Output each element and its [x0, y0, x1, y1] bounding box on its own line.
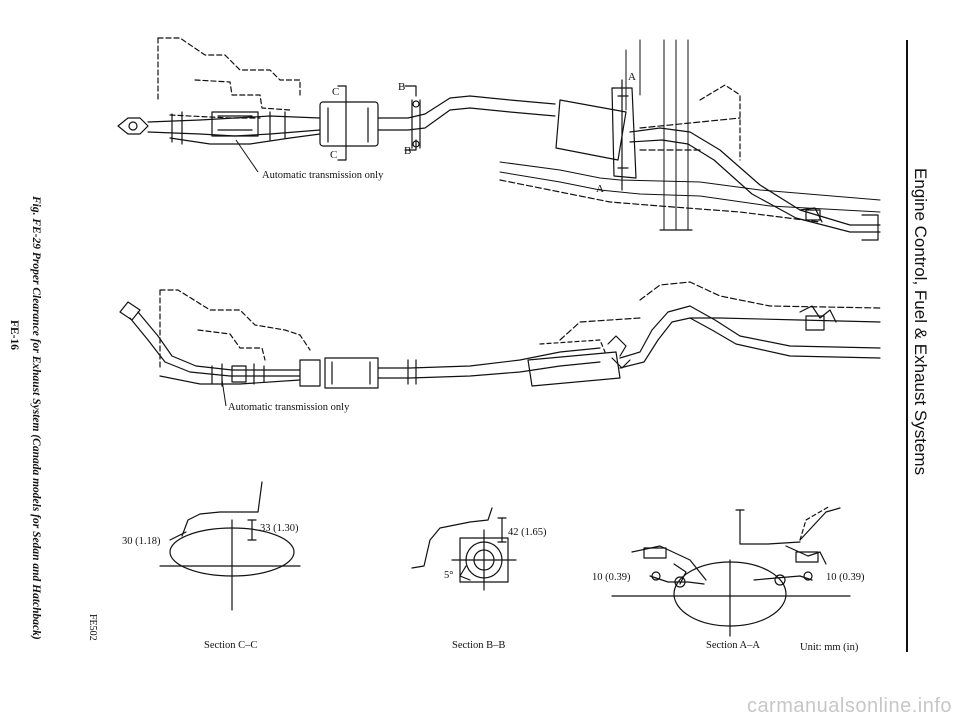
bb-dim: 42 (1.65) — [508, 527, 547, 538]
marker-c-bottom: C — [330, 149, 337, 161]
marker-b-top: B — [398, 81, 405, 93]
watermark: carmanualsonline.info — [746, 695, 952, 717]
title-rule — [906, 40, 908, 652]
unit-note: Unit: mm (in) — [800, 642, 859, 653]
section-bb-drawing — [411, 507, 517, 591]
section-bb-label: Section B–B — [452, 640, 505, 651]
marker-a-top: A — [628, 71, 636, 83]
aa-dim-right: 10 (0.39) — [826, 572, 865, 583]
side-exhaust-view — [119, 281, 881, 389]
section-aa-label: Section A–A — [706, 640, 760, 651]
top-note: Automatic transmission only — [262, 170, 384, 181]
top-exhaust-view — [117, 37, 881, 241]
marker-a-bottom: A — [596, 183, 604, 195]
cc-dim-right: 33 (1.30) — [260, 523, 299, 534]
section-aa-drawing — [611, 505, 851, 637]
bb-angle: 5° — [444, 570, 453, 581]
marker-b-bottom: B — [404, 145, 411, 157]
section-cc-drawing — [159, 481, 301, 611]
marker-c-top: C — [332, 86, 339, 98]
aa-dim-left: 10 (0.39) — [592, 572, 631, 583]
section-cc-label: Section C–C — [204, 640, 257, 651]
middle-note: Automatic transmission only — [228, 402, 350, 413]
cc-dim-left: 30 (1.18) — [122, 536, 161, 547]
